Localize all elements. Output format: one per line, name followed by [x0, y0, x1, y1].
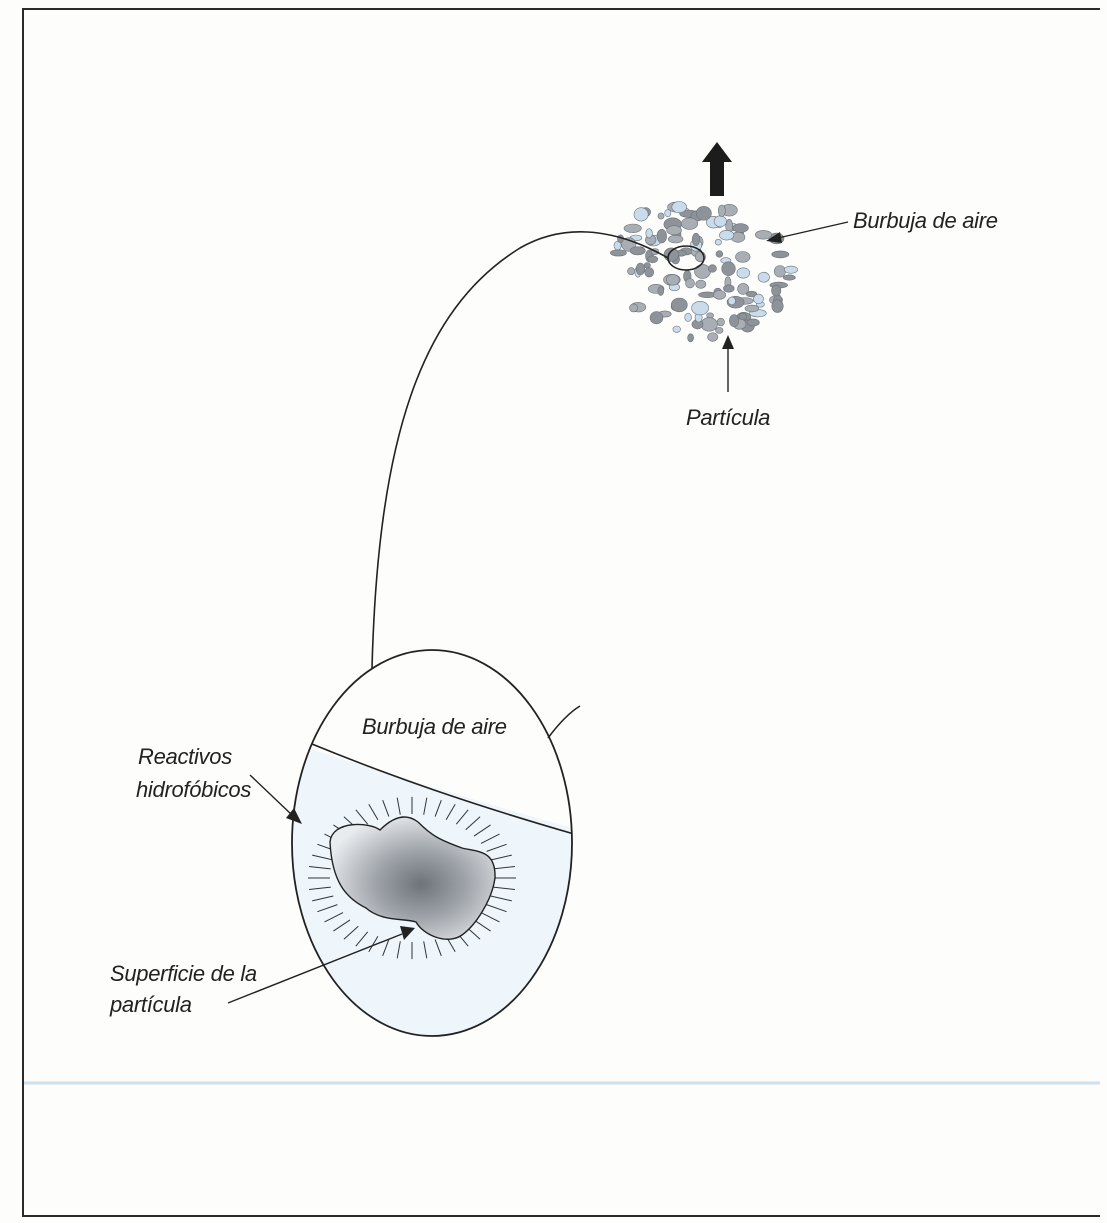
air-bubble-blob [715, 239, 721, 245]
particle-blob [729, 315, 739, 327]
particle-blob [636, 263, 645, 275]
particle-blob [628, 268, 635, 275]
particle-blob [658, 286, 664, 295]
air-bubble-blob [634, 208, 648, 221]
particle-blob [630, 304, 638, 312]
arrowhead-icon [722, 335, 734, 349]
particle-blob [610, 250, 626, 256]
particle-blob [667, 226, 682, 235]
label-air-bubble-inset: Burbuja de aire [362, 714, 507, 739]
air-bubble-blob [665, 210, 671, 217]
air-bubble-blob [692, 301, 709, 315]
particle-blob [658, 213, 664, 219]
particle-blob [774, 266, 785, 278]
particle-blob [747, 319, 759, 326]
particle-blob [772, 300, 783, 313]
particle-blob [688, 334, 694, 342]
particle-blob [645, 268, 654, 278]
particle-blob [755, 230, 771, 239]
particle-blob [722, 262, 736, 276]
particle-blob [695, 264, 711, 278]
label-particle: Partícula [686, 405, 770, 430]
particle-blob [716, 251, 723, 258]
air-bubble-blob [672, 202, 687, 213]
particle-blob [671, 298, 687, 312]
particle-blob [736, 252, 751, 263]
zoom-oval-contents [280, 740, 580, 1050]
particle-blob [772, 251, 789, 258]
particle-blob [657, 229, 667, 243]
particle-blob [692, 233, 700, 245]
particle-blob [716, 327, 724, 333]
label-surface-line1: Superficie de la [110, 961, 257, 986]
label-reagents-line2: hidrofóbicos [136, 777, 251, 802]
leader-line-reagents [250, 775, 292, 815]
air-bubble-blob [714, 216, 726, 227]
air-bubble-blob [673, 326, 681, 332]
particle-blob [718, 205, 725, 217]
particle-blob [714, 291, 726, 300]
particle-blob [717, 318, 724, 326]
particle-blob [686, 279, 695, 288]
label-surface-line2: partícula [109, 992, 192, 1017]
zoom-connector-line [372, 232, 668, 668]
air-bubble-blob [685, 313, 692, 321]
particle-blob [650, 312, 663, 324]
label-air-bubble-top: Burbuja de aire [853, 208, 998, 233]
particle-blob [630, 247, 645, 255]
air-bubble-blob [754, 294, 764, 304]
air-bubble-blob [646, 229, 653, 238]
particle-blob [708, 265, 716, 273]
zoom-connector-line-right [548, 706, 580, 738]
particle-blob [696, 280, 706, 288]
air-bubble-blob [719, 230, 733, 240]
air-bubble-blob [784, 266, 797, 273]
air-bubble-blob [737, 268, 750, 278]
particle-blob [648, 256, 658, 263]
particle-blob [783, 275, 795, 280]
particle-blob [696, 206, 711, 220]
particle-blob [666, 274, 679, 285]
air-bubble-blob [728, 297, 735, 305]
particle-blob [681, 218, 697, 230]
particle-blob [624, 224, 641, 233]
particle-blob [664, 248, 679, 262]
particle-blob [708, 333, 718, 342]
particle-blob [668, 235, 683, 243]
particle-blob [723, 285, 734, 292]
label-reagents-line1: Reactivos [138, 744, 232, 769]
particle-blob [745, 305, 759, 312]
particle-blob [772, 285, 781, 296]
up-arrow-icon [702, 142, 732, 196]
leader-line-air-bubble [778, 222, 848, 238]
air-bubble-blob [758, 272, 769, 282]
bubble-particle-cluster [610, 202, 797, 342]
particle-blob [733, 224, 749, 233]
